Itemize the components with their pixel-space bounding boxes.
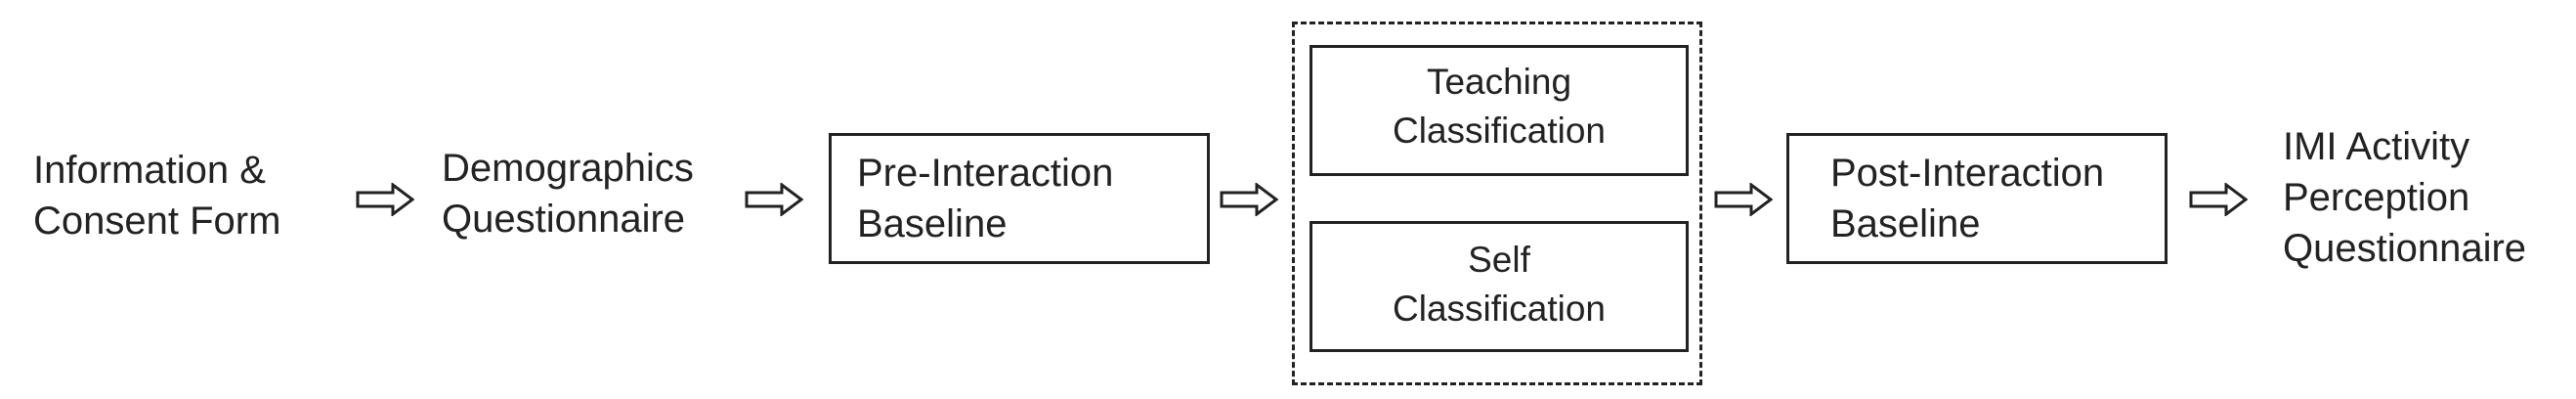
step-imi-questionnaire: IMI Activity Perception Questionnaire (2283, 121, 2526, 274)
step-self-classification-line-2: Classification (1393, 288, 1606, 329)
step-post-interaction-baseline-line-1: Post-Interaction (1830, 152, 2105, 195)
step-information-consent-line-1: Information & (33, 149, 266, 192)
step-self-classification-line-1: Self (1468, 240, 1530, 280)
step-imi-questionnaire-line-2: Perception (2283, 176, 2470, 219)
arrow-3-icon (1220, 183, 1278, 216)
step-teaching-classification-line-2: Classification (1393, 111, 1606, 151)
interaction-group (1292, 22, 1702, 385)
step-teaching-classification-line-1: Teaching (1426, 62, 1572, 102)
step-demographics-line-1: Demographics (442, 147, 694, 190)
step-self-classification: Self Classification (1309, 221, 1689, 352)
step-pre-interaction-baseline-line-2: Baseline (857, 202, 1008, 245)
arrow-2-icon (745, 183, 803, 216)
arrow-1-icon (356, 183, 414, 216)
step-imi-questionnaire-line-1: IMI Activity (2283, 125, 2470, 168)
arrow-5-icon (2189, 183, 2248, 216)
step-information-consent: Information & Consent Form (33, 145, 280, 246)
step-imi-questionnaire-line-3: Questionnaire (2283, 227, 2527, 270)
step-post-interaction-baseline: Post-Interaction Baseline (1786, 133, 2168, 264)
step-information-consent-line-2: Consent Form (33, 200, 281, 243)
step-post-interaction-baseline-line-2: Baseline (1830, 202, 1981, 245)
step-demographics: Demographics Questionnaire (442, 143, 694, 244)
step-demographics-line-2: Questionnaire (442, 198, 686, 241)
step-pre-interaction-baseline: Pre-Interaction Baseline (829, 133, 1210, 264)
arrow-4-icon (1714, 183, 1773, 216)
step-pre-interaction-baseline-line-1: Pre-Interaction (857, 152, 1114, 195)
step-teaching-classification: Teaching Classification (1309, 45, 1689, 176)
